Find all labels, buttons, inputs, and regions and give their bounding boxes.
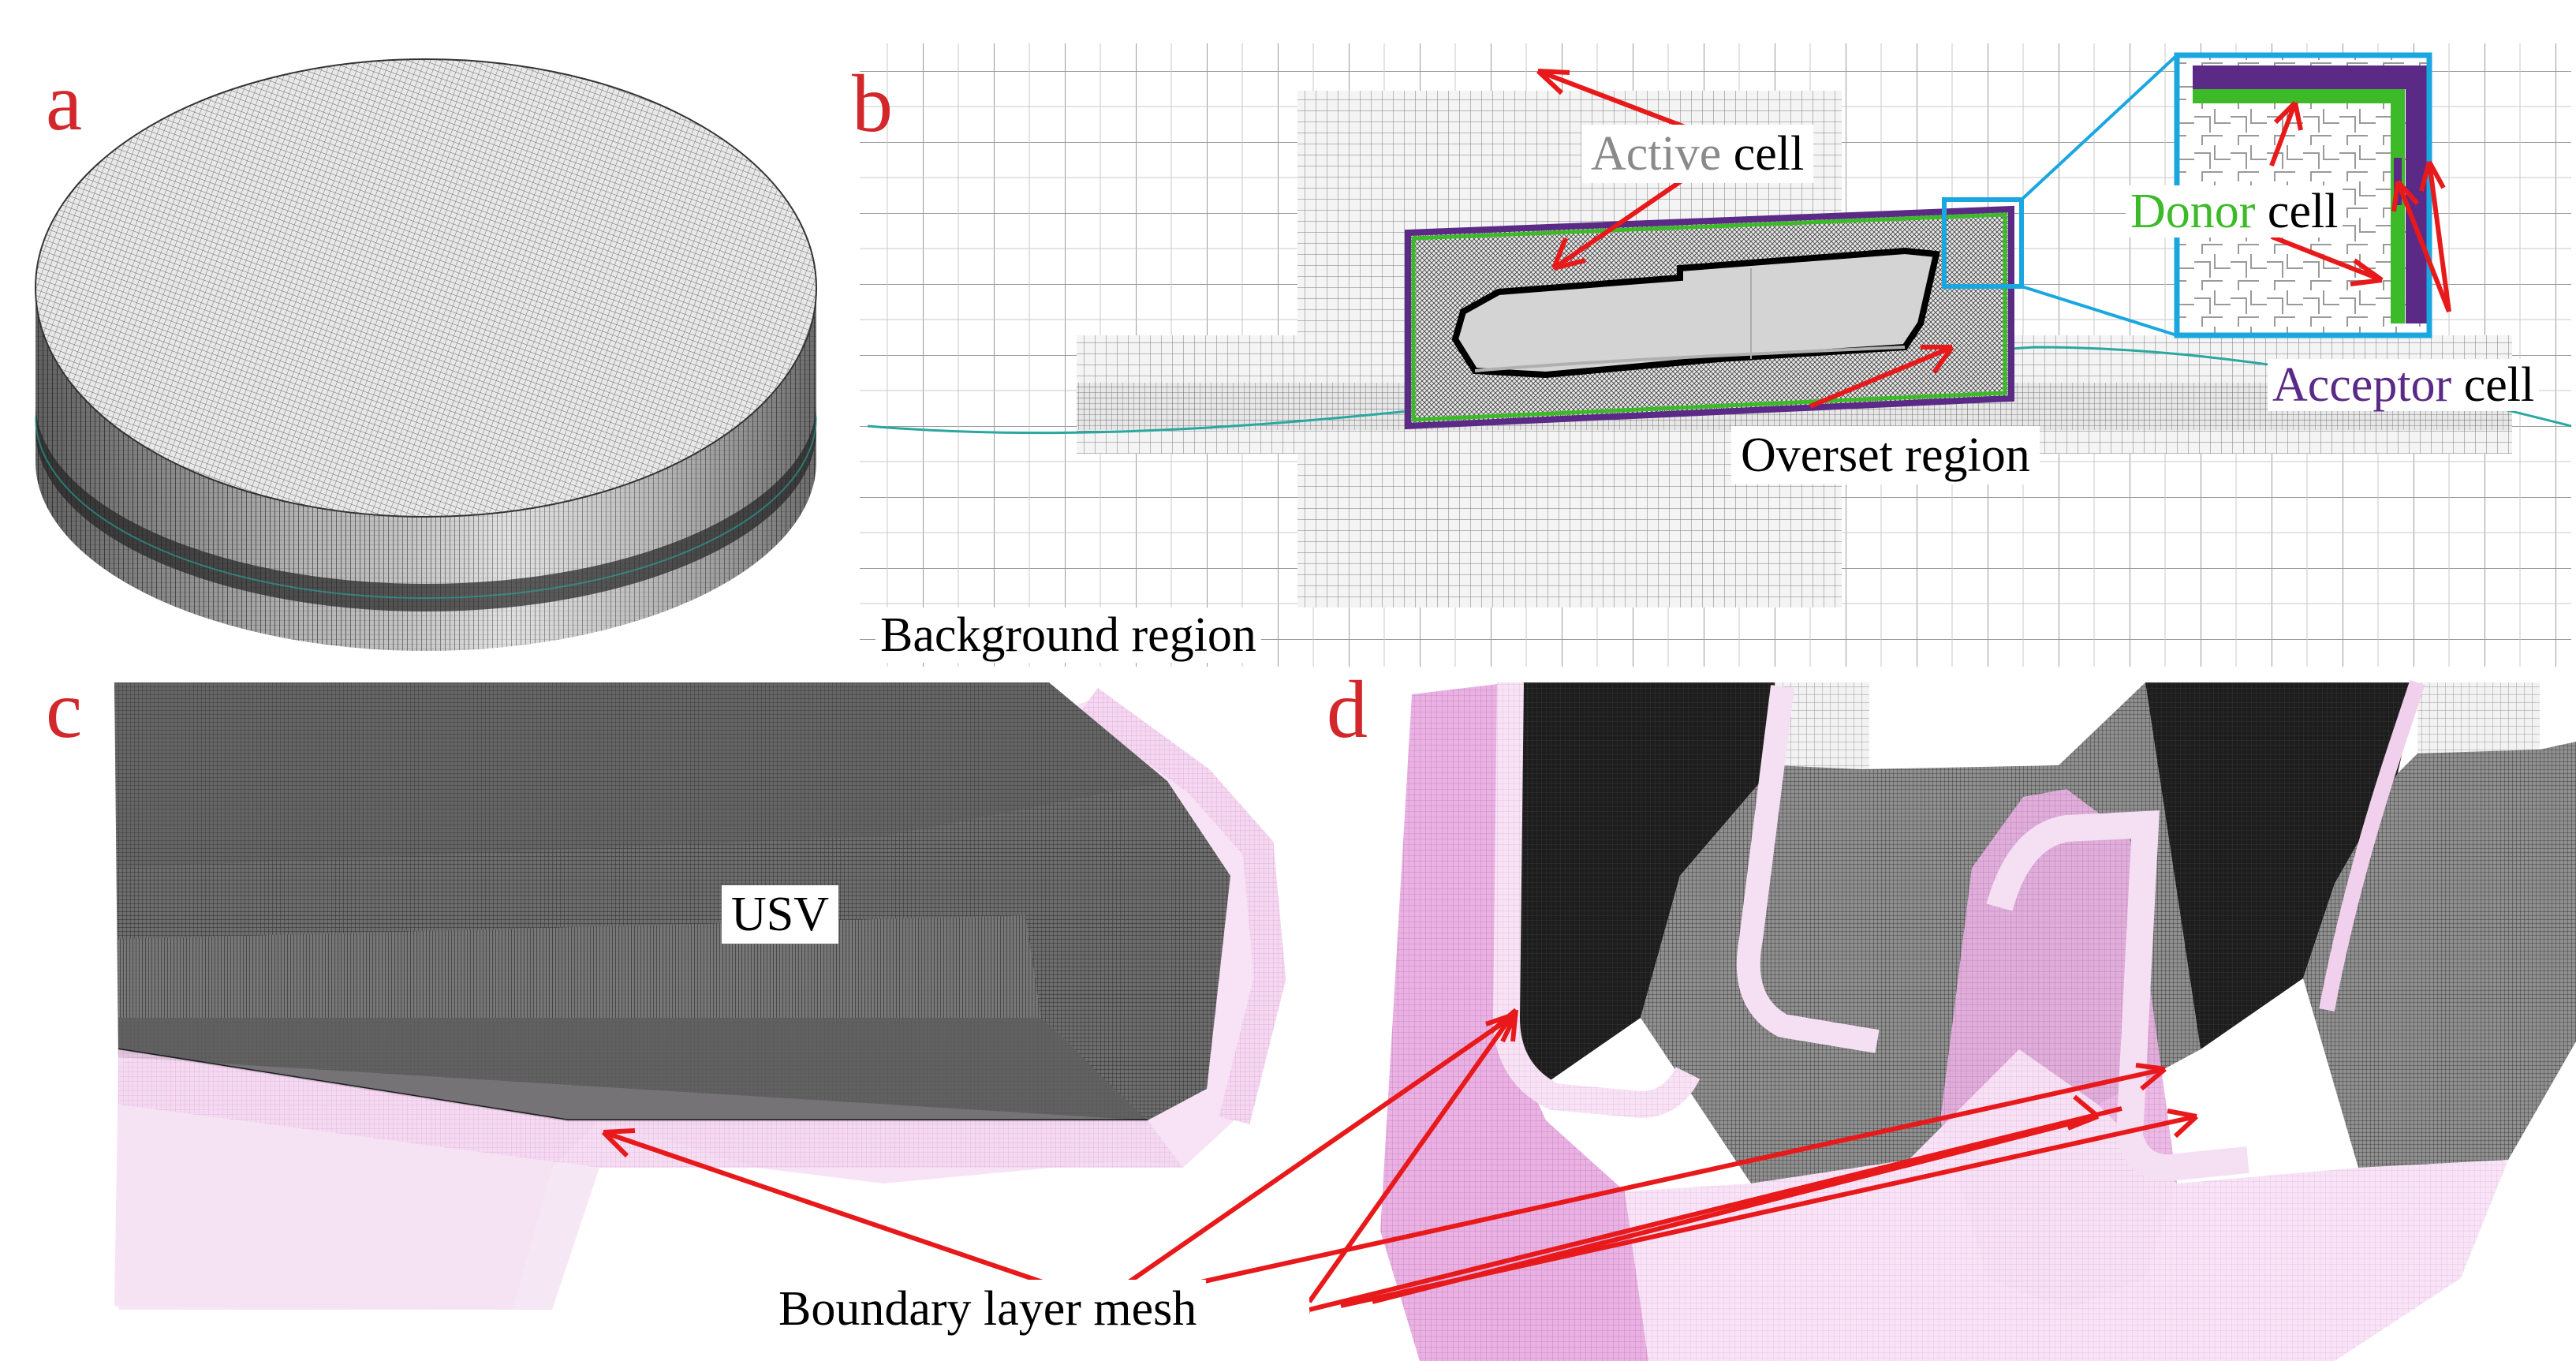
acceptor-cell-word: cell (2451, 358, 2535, 412)
acceptor-word: Acceptor (2272, 358, 2452, 412)
background-region-label: Background region (875, 608, 1261, 663)
acceptor-cell-label: Acceptor cell (2268, 358, 2540, 412)
active-cell-label: Active cell (1581, 125, 1814, 183)
panel-c: c USV (0, 679, 1309, 1361)
panel-b-letter: b (852, 58, 893, 149)
panel-d-letter: d (1327, 679, 1368, 755)
active-word: Active (1591, 127, 1722, 181)
usv-label: USV (722, 885, 839, 944)
overset-region-label: Overset region (1731, 426, 2040, 484)
overset-mesh-diagram (860, 43, 2572, 667)
panel-c-letter: c (46, 679, 83, 755)
catamaran-boundary-mesh-view (1309, 679, 2576, 1361)
zoom-source-box (1942, 197, 2024, 289)
boundary-arrow-c (601, 1128, 1101, 1304)
donor-cell-label: Donor cell (2126, 185, 2343, 237)
annotation-arrows-b (1536, 69, 2451, 409)
panel-a-letter: a (46, 57, 83, 148)
panel-b: b Active cell Overset region Background … (852, 0, 2576, 671)
panel-a: a (0, 0, 852, 671)
donor-cell-word: cell (2255, 185, 2339, 238)
cylinder-mesh-domain (35, 58, 817, 651)
active-cell-word: cell (1721, 127, 1805, 181)
donor-word: Donor (2130, 185, 2256, 238)
panel-d: d (1309, 679, 2576, 1361)
usv-boundary-mesh-view (114, 682, 1286, 1310)
boundary-layer-mesh-label: Boundary layer mesh (769, 1280, 1207, 1338)
